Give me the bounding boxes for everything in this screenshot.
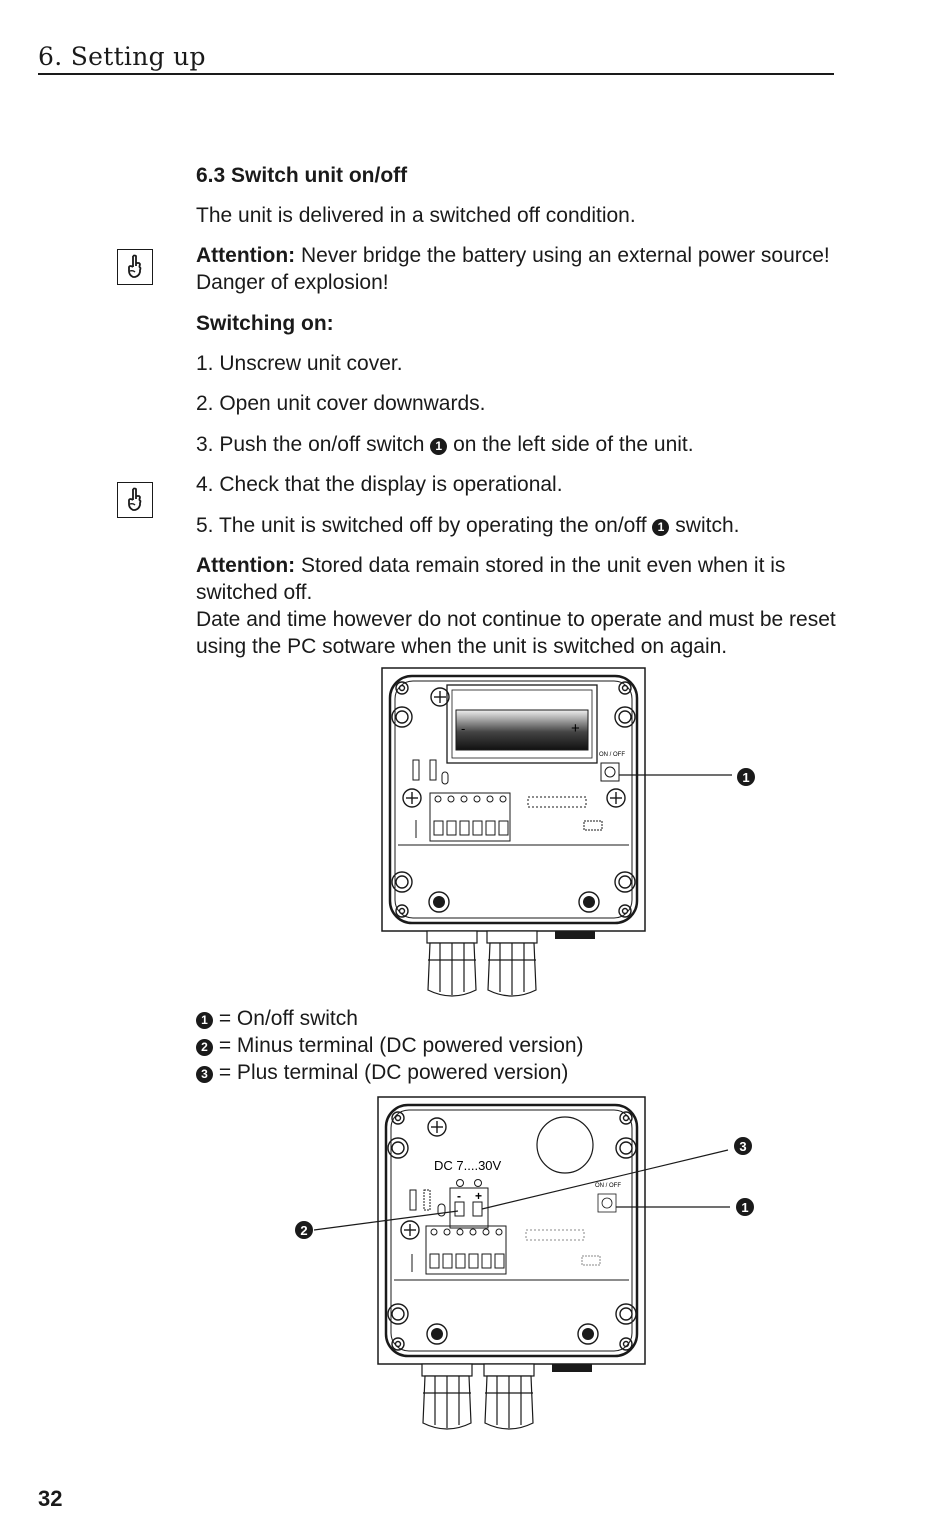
enclosure-outline (377, 1096, 646, 1365)
switching-on-heading: Switching on: (196, 312, 334, 335)
callout-number-2: 2 (300, 1223, 307, 1238)
terminal-block (425, 1225, 507, 1275)
page-number: 32 (38, 1486, 63, 1511)
callout-marker-1 (736, 1198, 754, 1216)
on-off-switch (597, 1193, 617, 1213)
callout-line-2 (313, 1210, 459, 1231)
legend-text-1: = On/off switch (213, 1007, 358, 1030)
attention-1-label: Attention: (196, 244, 296, 267)
callout-number-1: 1 (742, 770, 749, 785)
step-2: 2. Open unit cover downwards. (196, 392, 486, 415)
callout-line-3 (481, 1149, 729, 1210)
jumper (429, 759, 437, 781)
vent-plug (555, 931, 595, 939)
attention-note-icon-2 (117, 482, 153, 518)
battery-plus-label: + (571, 720, 580, 737)
battery-minus-label: - (461, 721, 465, 736)
callout-marker-3 (734, 1137, 752, 1155)
on-off-switch (600, 762, 620, 782)
enclosure-gasket (388, 674, 639, 925)
marker-2: 2 (196, 1038, 213, 1056)
on-off-label: ON / OFF (599, 752, 625, 758)
cover-screw (433, 896, 445, 908)
step-4: 4. Check that the display is operational… (196, 473, 563, 496)
cable-gland (426, 930, 538, 997)
attention-2-label: Attention: (196, 554, 296, 577)
legend-item-1: 1 = On/off switch (196, 1005, 836, 1032)
marker-3: 3 (196, 1065, 213, 1083)
legend-item-3: 3 = Plus terminal (DC powered version) (196, 1059, 836, 1086)
pointing-hand-icon (128, 487, 142, 511)
cross-screw (402, 687, 626, 808)
figure-battery-version: - + ON / OFF 1 (381, 667, 755, 997)
callout-number-1: 1 (741, 1200, 748, 1215)
step-5: 5. The unit is switched off by operating… (196, 512, 836, 539)
attention-2-text: Stored data remain stored in the unit ev… (196, 554, 786, 604)
step-5-after: switch. (669, 514, 740, 537)
figure-dc-version: DC 7....30V - + ON / OFF 1 3 2 (295, 1096, 754, 1430)
terminal-minus-label: - (457, 1189, 461, 1203)
attention-2: Attention: Stored data remain stored in … (196, 552, 836, 660)
callout-number-3: 3 (739, 1139, 746, 1154)
terminal-block (429, 792, 511, 842)
voltage-label: DC 7....30V (434, 1158, 502, 1173)
cover-screw (583, 896, 595, 908)
marker-1: 1 (196, 1011, 213, 1029)
step-5-before: 5. The unit is switched off by operating… (196, 514, 653, 537)
step-1: 1. Unscrew unit cover. (196, 352, 403, 375)
step-3-before: 3. Push the on/off switch (196, 433, 431, 456)
battery-holder (446, 684, 598, 764)
section-heading: 6.3 Switch unit on/off (196, 164, 408, 187)
marker-1: 1 (652, 518, 670, 536)
attention-1: Attention: Never bridge the battery usin… (196, 242, 836, 296)
legend-text-3: = Plus terminal (DC powered version) (213, 1061, 569, 1084)
pointing-hand-icon (128, 254, 142, 278)
on-off-label: ON / OFF (595, 1183, 621, 1189)
callout-marker-2 (295, 1221, 313, 1239)
terminal-plus-label: + (475, 1189, 482, 1203)
battery-cell (536, 1116, 594, 1174)
marker-1: 1 (430, 437, 448, 455)
cross-screw (400, 1117, 447, 1240)
step-3: 3. Push the on/off switch 1 on the left … (196, 431, 836, 458)
chapter-title: 6. Setting up (38, 42, 206, 71)
step-3-after: on the left side of the unit. (447, 433, 694, 456)
legend-text-2: = Minus terminal (DC powered version) (213, 1034, 584, 1057)
jumper (412, 759, 420, 781)
header-rule (38, 73, 834, 75)
attention-2-text2: Date and time however do not continue to… (196, 608, 836, 658)
cable-gland (421, 1363, 535, 1430)
battery (455, 709, 589, 751)
legend-item-2: 2 = Minus terminal (DC powered version) (196, 1032, 836, 1059)
callout-marker-1 (737, 768, 755, 786)
intro-text: The unit is delivered in a switched off … (196, 204, 636, 227)
attention-note-icon (117, 249, 153, 285)
attention-1-text: Never bridge the battery using an extern… (196, 244, 830, 294)
